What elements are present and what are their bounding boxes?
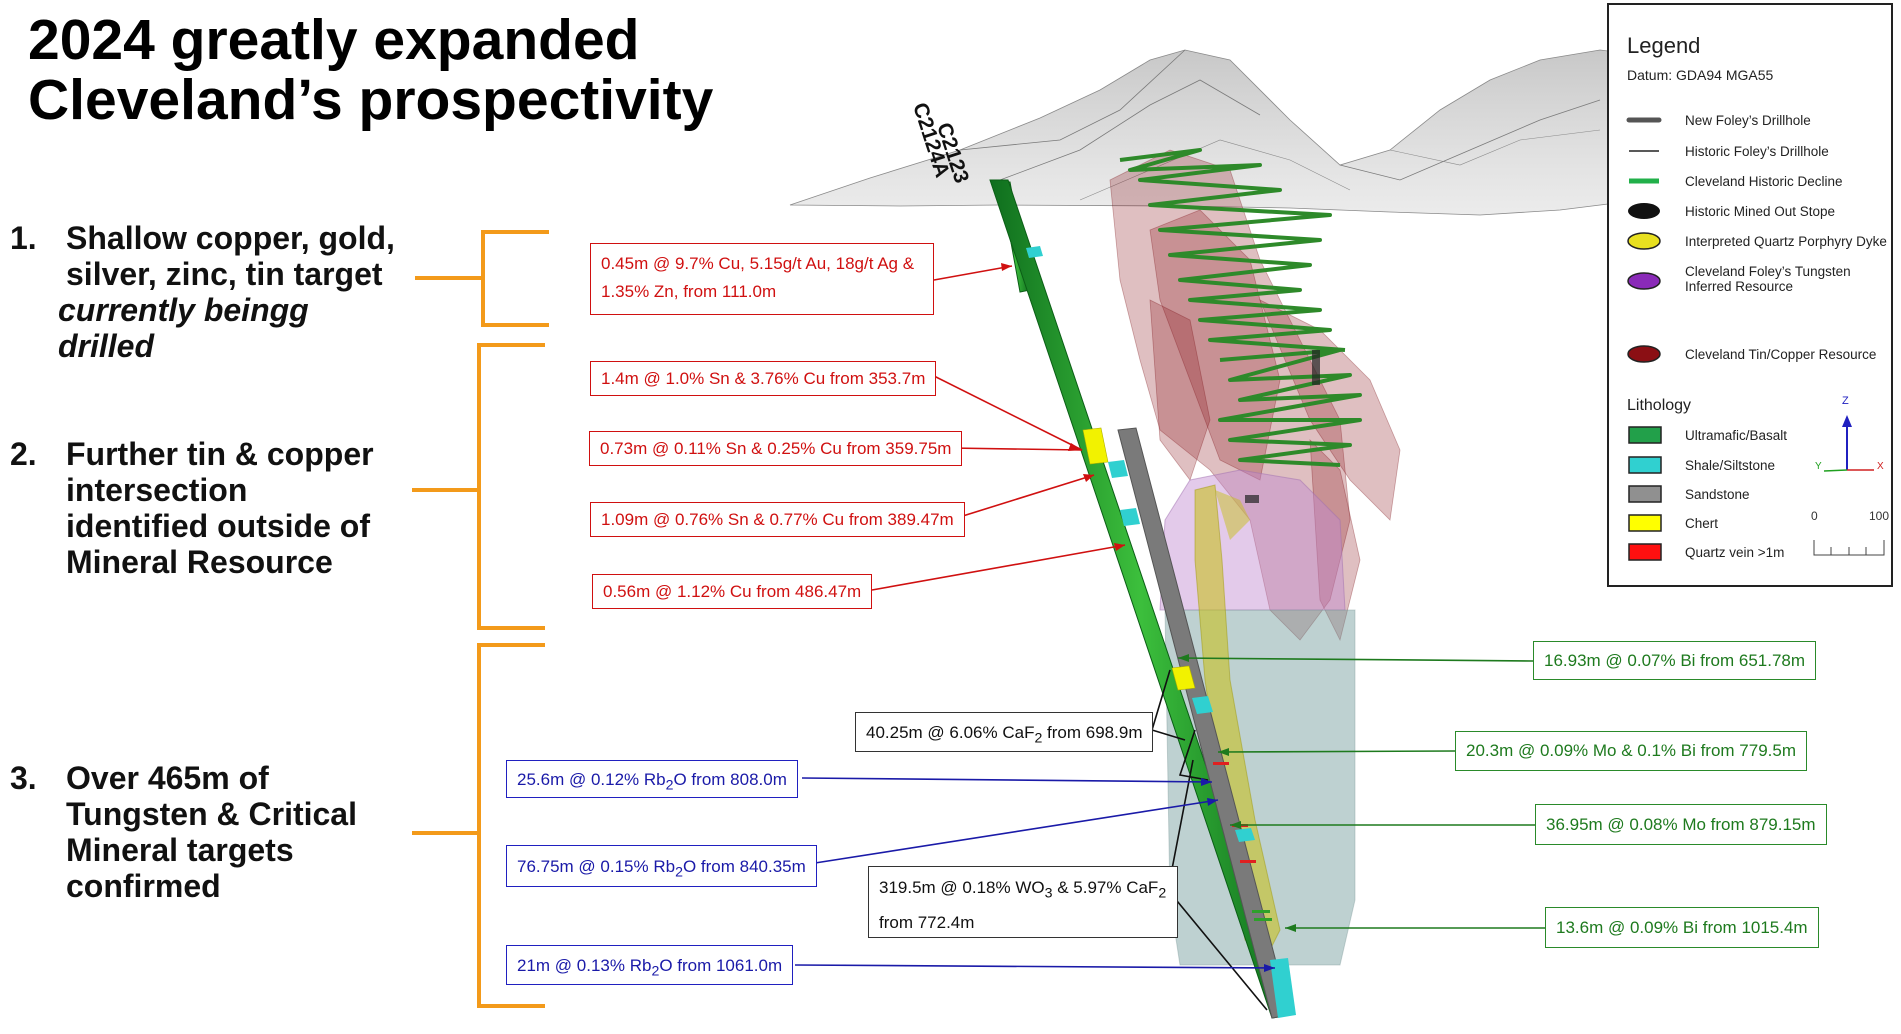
intercept-arrows bbox=[794, 265, 1545, 969]
legend-item-label: Inferred Resource bbox=[1685, 279, 1794, 294]
target-1-number: 1. bbox=[10, 220, 37, 256]
target-3-line: Mineral targets bbox=[66, 832, 294, 868]
title-line-1: 2024 greatly expanded bbox=[28, 8, 640, 72]
intercept-label-black: 40.25m @ 6.06% CaF2 from 698.9m bbox=[855, 712, 1154, 752]
topography-surface bbox=[789, 49, 1641, 216]
axis-x-label: X bbox=[1877, 461, 1884, 472]
target-1-line: Shallow copper, gold, bbox=[66, 220, 395, 256]
subscript: 2 bbox=[675, 864, 683, 881]
intercept-label-blue: 25.6m @ 0.12% Rb2O from 808.0m bbox=[506, 760, 798, 798]
intercept-label-green: 36.95m @ 0.08% Mo from 879.15m bbox=[1535, 804, 1827, 845]
legend-item-historic-drillhole: Historic Foley’s Drillhole bbox=[1685, 144, 1829, 159]
intercept-text: O from 808.0m bbox=[673, 770, 787, 789]
scale-start-label: 0 bbox=[1811, 509, 1818, 523]
subscript: 2 bbox=[1158, 885, 1167, 902]
intercept-text: 21m @ 0.13% Rb bbox=[517, 956, 652, 975]
target-1: 1. Shallow copper, gold, silver, zinc, t… bbox=[10, 220, 430, 370]
target-1-italic: currently beingg bbox=[58, 292, 309, 328]
target-3-line: Over 465m of bbox=[66, 760, 269, 796]
intercept-label-green: 13.6m @ 0.09% Bi from 1015.4m bbox=[1545, 907, 1819, 948]
target-1-line: silver, zinc, tin target bbox=[66, 256, 383, 292]
subscript: 2 bbox=[651, 963, 660, 980]
target-3-number: 3. bbox=[10, 760, 37, 796]
legend-datum: Datum: GDA94 MGA55 bbox=[1627, 67, 1774, 83]
lithology-item: Quartz vein >1m bbox=[1685, 545, 1785, 560]
lithology-item: Shale/Siltstone bbox=[1685, 458, 1776, 473]
target-3-line: confirmed bbox=[66, 868, 221, 904]
target-2-line: Further tin & copper bbox=[66, 436, 374, 472]
legend-item-tungsten-resource: Cleveland Foley’s Tungsten Inferred Reso… bbox=[1685, 264, 1851, 294]
intercept-label-green: 16.93m @ 0.07% Bi from 651.78m bbox=[1533, 641, 1817, 680]
intercept-text: 319.5m @ 0.18% WO bbox=[879, 878, 1045, 897]
legend-item-mined-stope: Historic Mined Out Stope bbox=[1685, 204, 1836, 219]
quartz-porphyry-dyke bbox=[1194, 484, 1281, 951]
page-title: 2024 greatly expanded Cleveland’s prospe… bbox=[28, 10, 713, 130]
target-3: 3. Over 465m of Tungsten & Critical Mine… bbox=[10, 760, 430, 910]
legend-item-tin-copper-resource: Cleveland Tin/Copper Resource bbox=[1685, 347, 1877, 362]
legend-symbols bbox=[1626, 117, 1885, 561]
intercept-label-black: 319.5m @ 0.18% WO3 & 5.97% CaF2 from 772… bbox=[868, 866, 1178, 938]
intercept-label-red: 0.73m @ 0.11% Sn & 0.25% Cu from 359.75m bbox=[589, 431, 963, 466]
subscript: 2 bbox=[1034, 730, 1043, 747]
legend-title: Legend bbox=[1627, 33, 1701, 58]
intercept-label-red: 0.45m @ 9.7% Cu, 5.15g/t Au, 18g/t Ag & … bbox=[590, 243, 934, 315]
intercept-text: & 5.97% CaF bbox=[1052, 878, 1159, 897]
subscript: 2 bbox=[665, 777, 674, 794]
lithology-item: Chert bbox=[1685, 516, 1719, 531]
target-3-line: Tungsten & Critical bbox=[66, 796, 357, 832]
intercept-label-red: 0.56m @ 1.12% Cu from 486.47m bbox=[592, 574, 873, 609]
legend-item-historic-decline: Cleveland Historic Decline bbox=[1685, 174, 1843, 189]
scale-end-label: 100 bbox=[1869, 509, 1890, 523]
target-2-line: identified outside of bbox=[66, 508, 370, 544]
intercept-text: from 698.9m bbox=[1042, 723, 1143, 742]
intercept-text: 25.6m @ 0.12% Rb bbox=[517, 770, 666, 789]
intercept-text: 1.35% Zn, from 111.0m bbox=[601, 282, 777, 301]
intercept-text: 0.45m @ 9.7% Cu, 5.15g/t Au, 18g/t Ag & bbox=[601, 254, 915, 273]
intercept-text: from 772.4m bbox=[879, 913, 975, 933]
axis-y-label: Y bbox=[1815, 461, 1822, 472]
target-brackets bbox=[412, 230, 549, 1008]
intercept-label-red: 1.09m @ 0.76% Sn & 0.77% Cu from 389.47m bbox=[590, 502, 965, 537]
historic-stopes bbox=[1245, 350, 1320, 503]
target-2-number: 2. bbox=[10, 436, 37, 472]
lithology-item: Sandstone bbox=[1685, 487, 1750, 502]
intercept-text: O from 1061.0m bbox=[659, 956, 783, 975]
legend-panel: Legend Datum: GDA94 MGA55 New Foley’s Dr… bbox=[1607, 3, 1893, 587]
legend-item-porphyry-dyke: Interpreted Quartz Porphyry Dyke bbox=[1685, 234, 1887, 249]
arrowheads bbox=[1001, 263, 1296, 972]
drillhole-c2124a bbox=[989, 179, 1296, 1019]
title-line-2: Cleveland’s prospectivity bbox=[28, 68, 714, 132]
target-2: 2. Further tin & copper intersection ide… bbox=[10, 436, 430, 586]
intercept-label-blue: 21m @ 0.13% Rb2O from 1061.0m bbox=[506, 945, 794, 985]
intercept-text: 40.25m @ 6.06% CaF bbox=[866, 723, 1035, 742]
subscript: 3 bbox=[1044, 885, 1053, 902]
intercept-label-blue: 76.75m @ 0.15% Rb2O from 840.35m bbox=[506, 845, 817, 887]
intercept-label-red: 1.4m @ 1.0% Sn & 3.76% Cu from 353.7m bbox=[590, 361, 937, 396]
legend-item-label: Cleveland Foley’s Tungsten bbox=[1685, 264, 1851, 279]
intercept-text: O from 840.35m bbox=[682, 857, 806, 876]
target-2-line: intersection bbox=[66, 472, 248, 508]
axis-z-label: Z bbox=[1842, 395, 1849, 407]
target-2-line: Mineral Resource bbox=[66, 544, 333, 580]
target-1-italic: drilled bbox=[58, 328, 155, 364]
lithology-item: Ultramafic/Basalt bbox=[1685, 428, 1788, 443]
legend-item-new-drillhole: New Foley’s Drillhole bbox=[1685, 113, 1811, 128]
intercept-label-green: 20.3m @ 0.09% Mo & 0.1% Bi from 779.5m bbox=[1455, 731, 1808, 771]
lithology-title: Lithology bbox=[1627, 397, 1692, 414]
historic-decline bbox=[1119, 148, 1362, 467]
intercept-text: 76.75m @ 0.15% Rb bbox=[517, 857, 676, 876]
